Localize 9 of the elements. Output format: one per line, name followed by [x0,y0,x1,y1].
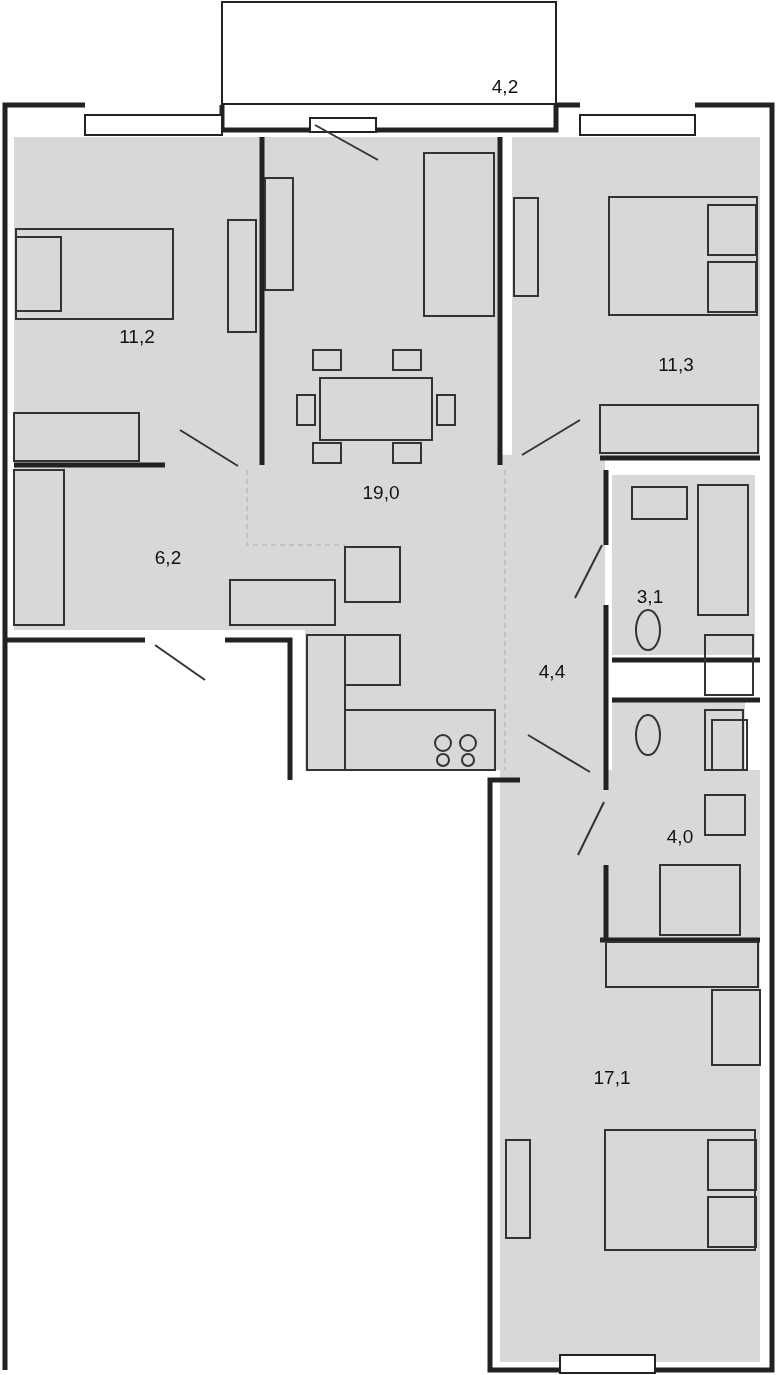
room-area-label: 4,4 [538,661,566,683]
room-area-label: 6,2 [154,547,182,569]
room-area-label: 4,2 [491,76,519,98]
room-area-label: 11,3 [658,354,694,376]
room-area-label: 3,1 [636,586,664,608]
room-area-label: 4,0 [666,826,694,848]
room-area-label: 17,1 [593,1067,631,1089]
room-area-label: 11,2 [119,326,155,348]
room-area-label: 19,0 [362,482,400,504]
